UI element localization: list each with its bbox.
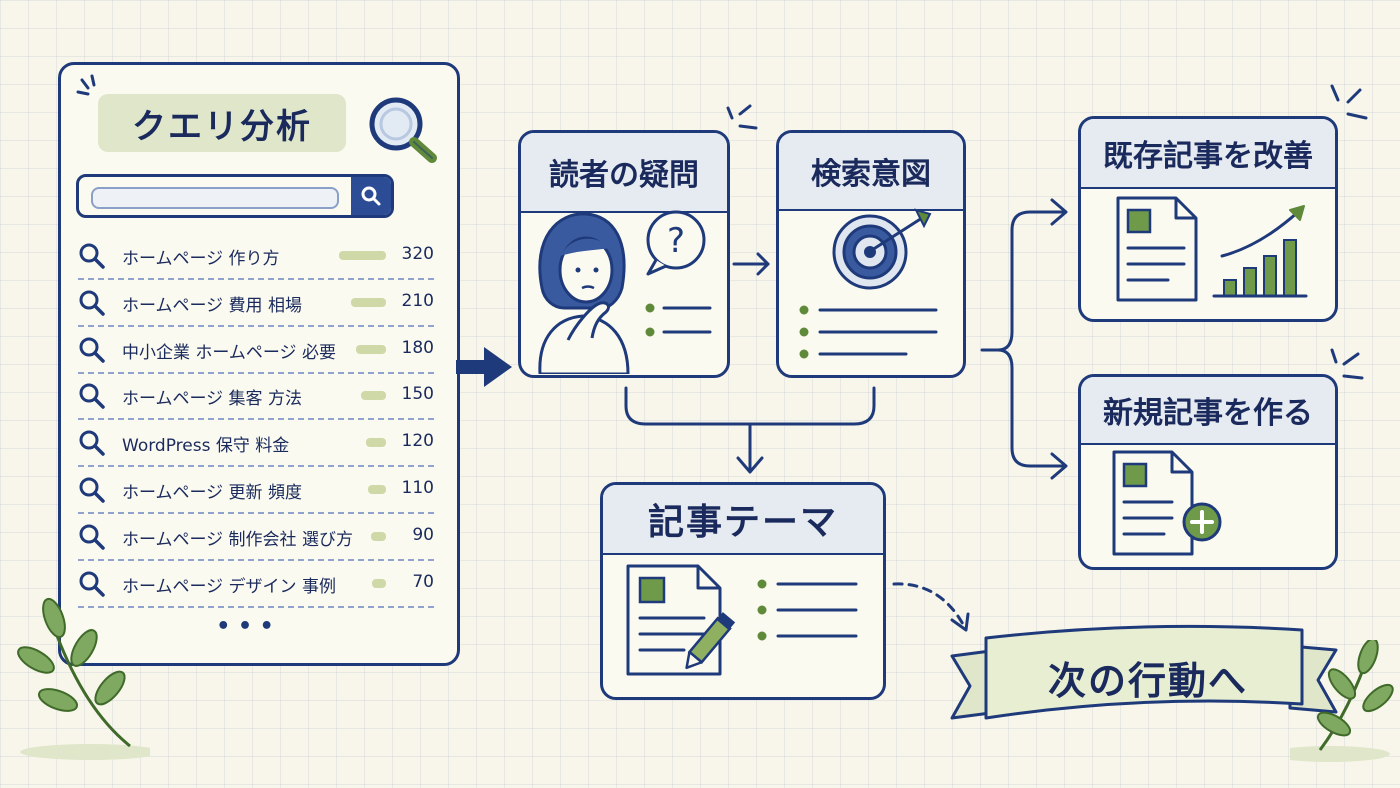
query-text: ホームページ 制作会社 選び方 bbox=[122, 529, 353, 550]
search-intent-title: 検索意図 bbox=[779, 133, 963, 211]
query-volume-bar bbox=[351, 297, 386, 307]
search-icon bbox=[79, 290, 105, 316]
query-count: 70 bbox=[412, 571, 434, 592]
sparkle-icon bbox=[726, 104, 758, 130]
query-volume-bar bbox=[356, 344, 386, 354]
query-row[interactable]: ホームページ 費用 相場 210 bbox=[78, 281, 434, 327]
query-row[interactable]: ホームページ 更新 頻度 110 bbox=[78, 468, 434, 514]
leaf-plant-icon bbox=[1290, 640, 1394, 762]
query-count: 320 bbox=[401, 244, 434, 264]
magnifier-icon bbox=[369, 97, 437, 163]
query-text: ホームページ 集客 方法 bbox=[122, 389, 302, 410]
create-new-title: 新規記事を作る bbox=[1081, 377, 1335, 445]
query-count: 110 bbox=[401, 478, 434, 498]
arrow-right-icon bbox=[456, 347, 512, 387]
question-mark: ? bbox=[667, 221, 685, 261]
query-text: ホームページ デザイン 事例 bbox=[122, 576, 336, 597]
search-icon bbox=[79, 243, 105, 269]
query-row[interactable]: 中小企業 ホームページ 必要 180 bbox=[78, 328, 434, 374]
leaf-plant-icon bbox=[17, 597, 150, 760]
query-count: 120 bbox=[401, 431, 434, 452]
query-row[interactable]: ホームページ 集客 方法 150 bbox=[78, 374, 434, 421]
query-volume-bar bbox=[372, 578, 386, 588]
search-icon bbox=[79, 383, 105, 410]
article-theme-title: 記事テーマ bbox=[603, 485, 883, 555]
search-icon bbox=[79, 430, 105, 456]
search-icon bbox=[79, 337, 105, 363]
search-icon bbox=[79, 477, 105, 503]
query-volume-bar bbox=[371, 531, 386, 541]
query-count: 90 bbox=[412, 524, 434, 545]
bullet-list-icon bbox=[799, 305, 938, 359]
query-volume-bar bbox=[361, 391, 386, 401]
next-action-banner bbox=[950, 624, 1338, 720]
query-text: 中小企業 ホームページ 必要 bbox=[122, 342, 336, 363]
search-icon bbox=[79, 524, 105, 550]
query-row[interactable]: ホームページ 作り方 320 bbox=[78, 234, 434, 280]
search-bar[interactable] bbox=[76, 174, 394, 218]
query-analysis-panel bbox=[58, 62, 460, 666]
query-text: ホームページ 作り方 bbox=[122, 249, 280, 269]
document-edit-icon bbox=[626, 564, 736, 676]
next-action-label: 次の行動へ bbox=[1047, 658, 1248, 703]
query-volume-bar bbox=[339, 251, 386, 260]
improve-existing-title: 既存記事を改善 bbox=[1081, 119, 1335, 189]
thinking-person-icon bbox=[538, 212, 630, 374]
query-volume-bar bbox=[366, 438, 386, 448]
query-text: WordPress 保守 料金 bbox=[122, 436, 290, 457]
bullet-list-icon bbox=[645, 303, 712, 337]
query-count: 150 bbox=[401, 384, 434, 405]
document-icon bbox=[1116, 196, 1198, 302]
dashed-arrow-icon bbox=[892, 582, 970, 632]
sparkle-icon bbox=[1330, 348, 1364, 380]
growth-chart-icon bbox=[1212, 205, 1308, 298]
sparkle-icon bbox=[76, 74, 96, 96]
question-bubble-icon: ? bbox=[646, 210, 706, 276]
sparkle-icon bbox=[1330, 84, 1368, 120]
query-row[interactable]: WordPress 保守 料金 120 bbox=[78, 421, 434, 468]
query-row[interactable]: ホームページ デザイン 事例 70 bbox=[78, 562, 434, 608]
target-icon bbox=[832, 208, 932, 290]
query-analysis-title: クエリ分析 bbox=[98, 94, 346, 152]
more-indicator: • • • bbox=[216, 614, 274, 639]
search-icon bbox=[79, 571, 105, 597]
arrow-right-icon bbox=[732, 252, 770, 276]
query-count: 180 bbox=[401, 337, 434, 358]
query-count: 210 bbox=[401, 290, 434, 311]
query-volume-bar bbox=[368, 485, 386, 494]
branch-connector bbox=[980, 198, 1068, 480]
query-row[interactable]: ホームページ 制作会社 選び方 90 bbox=[78, 515, 434, 561]
query-text: ホームページ 費用 相場 bbox=[122, 295, 302, 316]
new-document-icon bbox=[1112, 450, 1222, 556]
search-icon bbox=[361, 186, 381, 206]
search-button[interactable] bbox=[351, 177, 391, 215]
search-input[interactable] bbox=[91, 187, 339, 209]
query-text: ホームページ 更新 頻度 bbox=[122, 483, 302, 503]
reader-question-title: 読者の疑問 bbox=[521, 133, 727, 213]
bullet-list-icon bbox=[757, 579, 858, 641]
merge-connector bbox=[624, 386, 876, 474]
